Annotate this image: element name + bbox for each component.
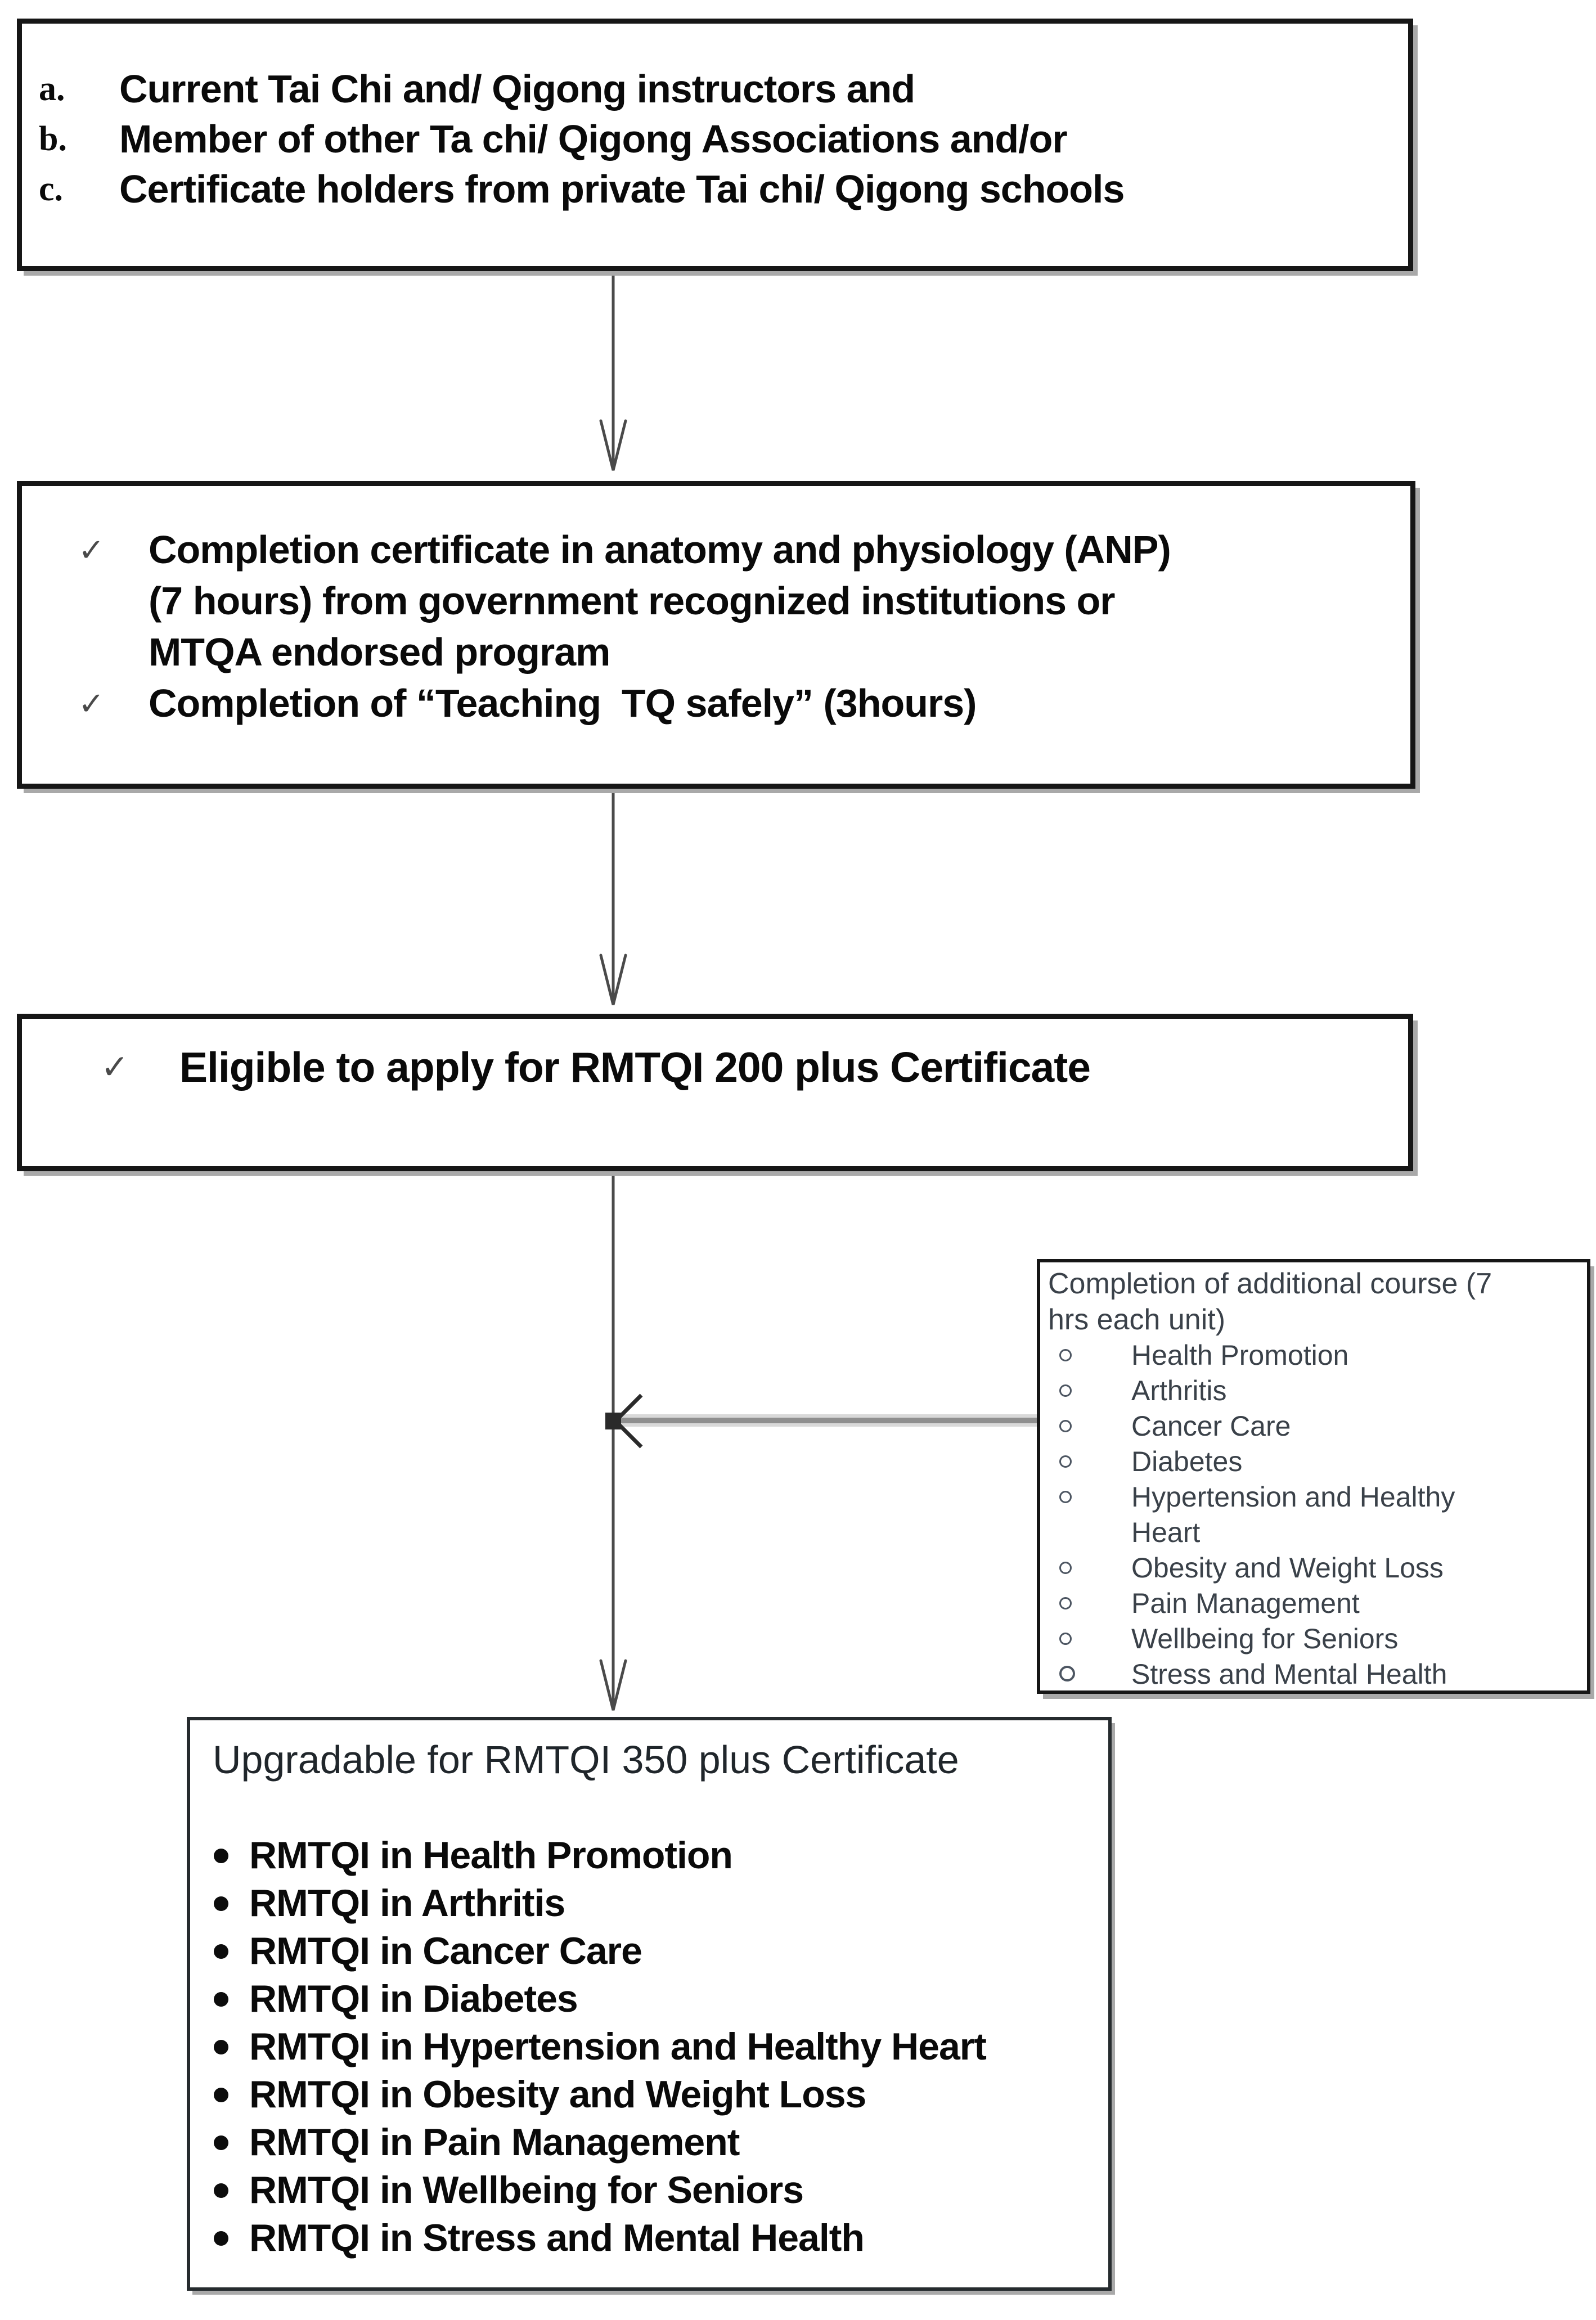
circle-bullet-icon <box>1059 1491 1072 1503</box>
course-item-label: Heart <box>1131 1517 1201 1548</box>
apply-line: Eligible to apply for RMTQI 200 plus Cer… <box>179 1044 1091 1091</box>
list-item: b. Member of other Ta chi/ Qigong Associ… <box>39 114 1397 164</box>
list-item: RMTQI in Cancer Care <box>213 1927 1097 1975</box>
bullet-dot-icon <box>214 1992 228 2007</box>
course-item-label: Arthritis <box>1131 1375 1227 1406</box>
list-item: ✓ Eligible to apply for RMTQI 200 plus C… <box>75 1039 1397 1095</box>
eligible-apply-box: ✓ Eligible to apply for RMTQI 200 plus C… <box>17 1014 1413 1171</box>
course-item-label: Hypertension and Healthy <box>1131 1481 1455 1513</box>
circle-bullet-icon <box>1059 1597 1072 1609</box>
course-item-label: Diabetes <box>1131 1446 1243 1477</box>
upgrade-item-label: RMTQI in Health Promotion <box>249 1834 733 1877</box>
criteria-text: Member of other Ta chi/ Qigong Associati… <box>119 117 1068 161</box>
ordered-list-marker: a. <box>39 70 65 108</box>
apply-text: Eligible to apply for RMTQI 200 plus Cer… <box>179 1039 1091 1095</box>
requirement-text: Completion of “Teaching TQ safely” (3hou… <box>149 678 977 729</box>
criteria-text: Current Tai Chi and/ Qigong instructors … <box>119 67 915 111</box>
eligibility-criteria-box: a. Current Tai Chi and/ Qigong instructo… <box>17 19 1413 271</box>
box-title: Upgradable for RMTQI 350 plus Certificat… <box>213 1738 959 1782</box>
circle-bullet-icon <box>1059 1562 1072 1574</box>
bullet-dot-icon <box>214 1849 228 1863</box>
upgrade-list: RMTQI in Health Promotion RMTQI in Arthr… <box>213 1832 1097 2262</box>
upgrade-item-label: RMTQI in Cancer Care <box>249 1930 642 1972</box>
course-item: Health Promotion <box>1048 1338 1581 1373</box>
requirement-text: Completion certificate in anatomy and ph… <box>149 524 1171 678</box>
course-item-label: Obesity and Weight Loss <box>1131 1552 1444 1584</box>
course-item-label: Health Promotion <box>1131 1339 1349 1371</box>
criteria-text: Certificate holders from private Tai chi… <box>119 167 1125 211</box>
bullet-dot-icon <box>214 1944 228 1959</box>
circle-bullet-icon <box>1059 1349 1072 1361</box>
requirement-line: Completion of “Teaching TQ safely” (3hou… <box>149 681 977 725</box>
left-arrow-icon <box>605 1393 1037 1449</box>
list-item: a. Current Tai Chi and/ Qigong instructo… <box>39 64 1397 114</box>
ordered-list-marker: b. <box>39 120 67 158</box>
course-item-label: Wellbeing for Seniors <box>1131 1623 1399 1654</box>
down-arrow-1-icon <box>599 272 627 471</box>
circle-bullet-icon <box>1059 1455 1072 1468</box>
circle-bullet-icon <box>1059 1384 1072 1397</box>
bullet-dot-icon <box>214 2040 228 2054</box>
course-item: Hypertension and Healthy Heart <box>1048 1480 1581 1550</box>
course-item-label: Pain Management <box>1131 1588 1360 1619</box>
checkmark-icon: ✓ <box>78 686 105 721</box>
upgrade-item-label: RMTQI in Stress and Mental Health <box>249 2216 865 2259</box>
upgrade-item-label: RMTQI in Wellbeing for Seniors <box>249 2169 804 2211</box>
course-item: Wellbeing for Seniors <box>1048 1621 1581 1657</box>
ordered-list-marker: c. <box>39 170 64 208</box>
circle-bullet-icon <box>1059 1633 1072 1645</box>
circle-bullet-icon <box>1059 1420 1072 1432</box>
course-item: Diabetes <box>1048 1444 1581 1480</box>
circle-bullet-icon <box>1059 1666 1075 1681</box>
list-item: ✓ Completion certificate in anatomy and … <box>53 524 1399 678</box>
list-item: RMTQI in Wellbeing for Seniors <box>213 2166 1097 2214</box>
upgrade-item-label: RMTQI in Arthritis <box>249 1882 565 1925</box>
bullet-dot-icon <box>214 2183 228 2198</box>
box-heading: Completion of additional course (7 hrs e… <box>1048 1266 1581 1338</box>
requirement-line: Completion certificate in anatomy and ph… <box>149 528 1171 572</box>
list-item: ✓ Completion of “Teaching TQ safely” (3h… <box>53 678 1399 729</box>
upgrade-item-label: RMTQI in Pain Management <box>249 2121 740 2164</box>
course-item: Cancer Care <box>1048 1409 1581 1444</box>
upgrade-item-label: RMTQI in Obesity and Weight Loss <box>249 2073 866 2116</box>
down-arrow-3-icon <box>599 1172 627 1711</box>
checkmark-icon: ✓ <box>78 532 105 568</box>
heading-line: hrs each unit) <box>1048 1303 1226 1336</box>
upgrade-certificates-box: Upgradable for RMTQI 350 plus Certificat… <box>187 1717 1112 2291</box>
list-item: RMTQI in Stress and Mental Health <box>213 2214 1097 2262</box>
bullet-dot-icon <box>214 2231 228 2246</box>
bullet-dot-icon <box>214 1896 228 1911</box>
course-item-label: Cancer Care <box>1131 1410 1291 1442</box>
requirements-box: ✓ Completion certificate in anatomy and … <box>17 481 1415 789</box>
down-arrow-2-icon <box>599 790 627 1005</box>
upgrade-item-label: RMTQI in Hypertension and Healthy Heart <box>249 2025 987 2068</box>
list-item: RMTQI in Obesity and Weight Loss <box>213 2071 1097 2119</box>
course-item: Pain Management <box>1048 1586 1581 1621</box>
requirement-line: MTQA endorsed program <box>149 630 610 674</box>
list-item: RMTQI in Health Promotion <box>213 1832 1097 1880</box>
heading-line: Completion of additional course (7 <box>1048 1267 1492 1300</box>
bullet-dot-icon <box>214 2135 228 2150</box>
course-item-label: Stress and Mental Health <box>1131 1658 1447 1690</box>
requirement-line: (7 hours) from government recognized ins… <box>149 579 1116 623</box>
list-item: RMTQI in Diabetes <box>213 1975 1097 2023</box>
list-item: RMTQI in Arthritis <box>213 1880 1097 1927</box>
course-item: Arthritis <box>1048 1373 1581 1409</box>
upgrade-item-label: RMTQI in Diabetes <box>249 1977 578 2020</box>
course-item: Obesity and Weight Loss <box>1048 1550 1581 1586</box>
additional-courses-box: Completion of additional course (7 hrs e… <box>1037 1259 1590 1694</box>
course-item: Stress and Mental Health <box>1048 1657 1581 1692</box>
list-item: RMTQI in Pain Management <box>213 2119 1097 2166</box>
list-item: c. Certificate holders from private Tai … <box>39 164 1397 214</box>
checkmark-icon: ✓ <box>101 1048 129 1086</box>
bullet-dot-icon <box>214 2088 228 2102</box>
list-item: RMTQI in Hypertension and Healthy Heart <box>213 2023 1097 2071</box>
